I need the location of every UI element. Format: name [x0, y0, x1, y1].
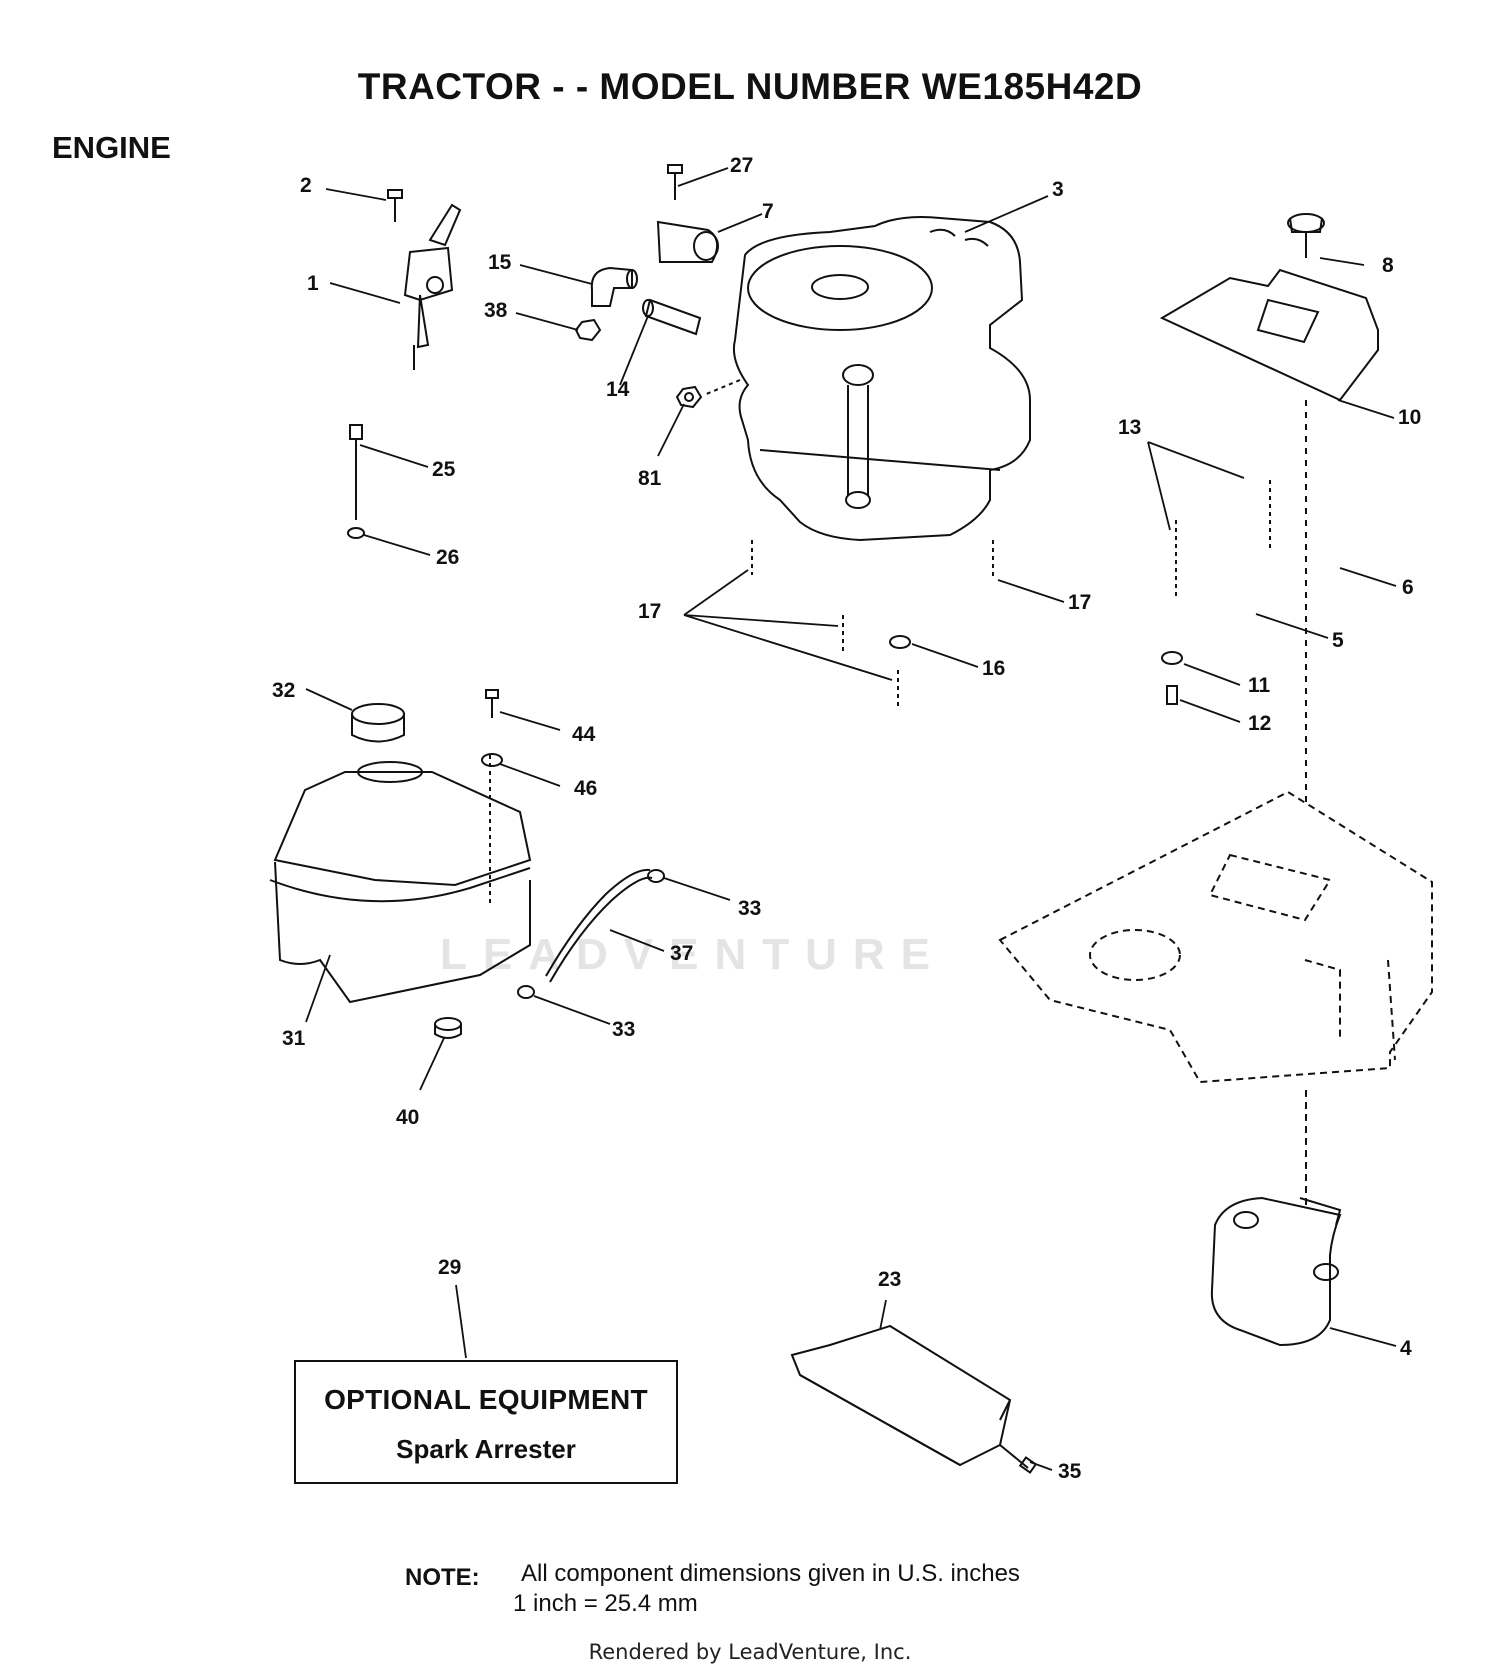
callout-32: 32: [272, 679, 295, 702]
bolts-17: [751, 540, 994, 710]
callout-7: 7: [762, 200, 774, 223]
callout-5: 5: [1332, 629, 1344, 652]
callout-labels: 1 2 3 4 5 6 7 8 10 11 12 13 14 15 16 17 …: [272, 154, 1421, 1483]
section-title: ENGINE: [52, 130, 171, 165]
clamp-7: [656, 220, 719, 263]
screw-44: [485, 689, 499, 718]
screw-2: [387, 189, 403, 222]
nut-81: [675, 379, 741, 409]
heat-shield-23: [790, 1324, 1012, 1467]
callout-23: 23: [878, 1268, 901, 1291]
callout-33a: 33: [738, 897, 761, 920]
optional-equipment-title: OPTIONAL EQUIPMENT: [324, 1384, 648, 1415]
callout-44: 44: [572, 723, 596, 746]
callout-8: 8: [1382, 254, 1394, 277]
callout-12: 12: [1248, 712, 1271, 735]
callout-3: 3: [1052, 178, 1064, 201]
callout-17a: 17: [638, 600, 661, 623]
note-line-1: All component dimensions given in U.S. i…: [521, 1560, 1020, 1587]
screw-27: [667, 164, 683, 200]
nut-38: [574, 318, 602, 342]
clamps-33: [517, 869, 665, 999]
fuel-cap-32: [351, 703, 405, 743]
callout-1: 1: [307, 272, 319, 295]
throttle-control: [403, 203, 462, 370]
callout-15: 15: [488, 251, 512, 274]
callout-38: 38: [484, 299, 508, 322]
note-line-2: 1 inch = 25.4 mm: [513, 1590, 698, 1617]
callout-17b: 17: [1068, 591, 1091, 614]
screw-35: [999, 1444, 1038, 1474]
callout-29: 29: [438, 1256, 461, 1279]
callout-27: 27: [730, 154, 753, 177]
seal-26: [347, 527, 365, 539]
bolt-12: [1166, 685, 1178, 705]
callout-35: 35: [1058, 1460, 1082, 1483]
watermark: LEADVENTURE: [440, 930, 947, 979]
callout-46: 46: [574, 777, 597, 800]
callout-13: 13: [1118, 416, 1141, 439]
callout-10: 10: [1398, 406, 1421, 429]
footer-credit: Rendered by LeadVenture, Inc.: [588, 1640, 912, 1664]
studs-13: [1175, 480, 1271, 600]
page-title: TRACTOR - - MODEL NUMBER WE185H42D: [357, 66, 1143, 107]
callout-11: 11: [1248, 674, 1271, 697]
muffler-4: [1210, 1196, 1342, 1347]
callout-6: 6: [1402, 576, 1414, 599]
hose-14: [642, 298, 702, 336]
dipstick-25: [349, 424, 363, 520]
fuel-line-37: [545, 868, 653, 983]
washer-46: [481, 753, 503, 767]
callout-14: 14: [606, 378, 630, 401]
callout-25: 25: [432, 458, 456, 481]
callout-40: 40: [396, 1106, 419, 1129]
engine-3: [732, 216, 1031, 542]
leader-lines: [305, 167, 1397, 1471]
callout-16: 16: [982, 657, 1005, 680]
callout-81: 81: [638, 467, 662, 490]
callout-4: 4: [1400, 1337, 1412, 1360]
spark-arrester-label: Spark Arrester: [396, 1434, 576, 1464]
elbow-fitting-15: [590, 266, 638, 307]
callout-37: 37: [670, 942, 693, 965]
optional-equipment-box: OPTIONAL EQUIPMENT Spark Arrester: [294, 1360, 678, 1484]
washer-16: [889, 635, 911, 649]
callout-26: 26: [436, 546, 459, 569]
knob-8: [1287, 213, 1325, 258]
note-label: NOTE:: [405, 1564, 480, 1591]
frame: [998, 790, 1433, 1205]
fuel-tank-31: [269, 755, 532, 1004]
grommet-40: [434, 1017, 462, 1039]
cover-plate-10: [1159, 268, 1379, 805]
washer-11: [1161, 651, 1183, 665]
callout-2: 2: [300, 174, 312, 197]
callout-31: 31: [282, 1027, 306, 1050]
callout-33b: 33: [612, 1018, 635, 1041]
